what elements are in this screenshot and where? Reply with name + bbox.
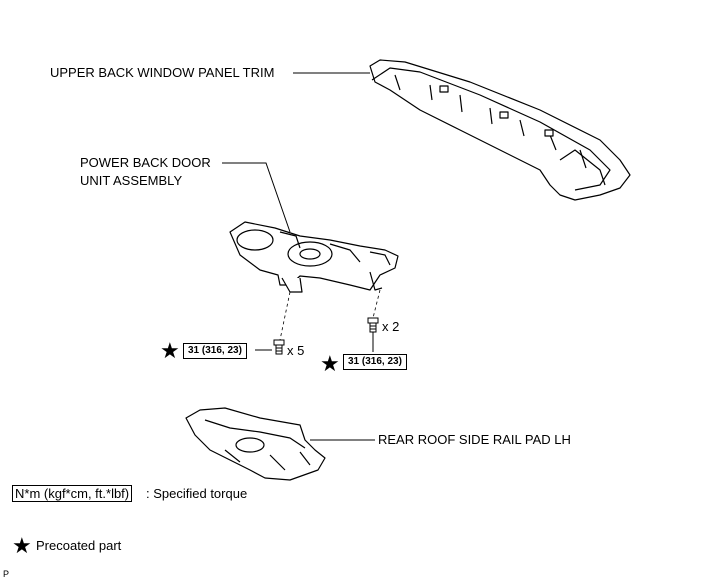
torque-unit-description: : Specified torque: [146, 486, 248, 501]
star-icon: ★: [160, 338, 180, 363]
rear-roof-side-rail-pad-part: [185, 407, 326, 481]
bolt-quantity-left: x 5: [287, 343, 305, 358]
torque-unit-legend: N*m (kgf*cm, ft.*lbf): [12, 485, 133, 502]
power-unit-label-line1: POWER BACK DOOR: [80, 155, 211, 170]
rail-pad-label: REAR ROOF SIDE RAIL PAD LH: [378, 432, 571, 447]
bolt-icon: [367, 317, 379, 333]
power-back-door-unit-part: [229, 221, 399, 293]
star-icon: ★: [320, 351, 340, 376]
precoated-part-legend: Precoated part: [36, 538, 122, 553]
upper-trim-label: UPPER BACK WINDOW PANEL TRIM: [50, 65, 275, 80]
torque-spec-right: 31 (316, 23): [343, 354, 407, 370]
star-icon: ★: [12, 533, 32, 558]
power-unit-label-line2: UNIT ASSEMBLY: [80, 173, 183, 188]
leader-power-unit: [222, 162, 291, 233]
bolt-icon: [273, 339, 285, 355]
bolt-quantity-right: x 2: [382, 319, 400, 334]
corner-code: P: [3, 569, 10, 579]
torque-spec-left: 31 (316, 23): [183, 343, 247, 359]
upper-back-window-panel-trim-part: [369, 59, 631, 201]
